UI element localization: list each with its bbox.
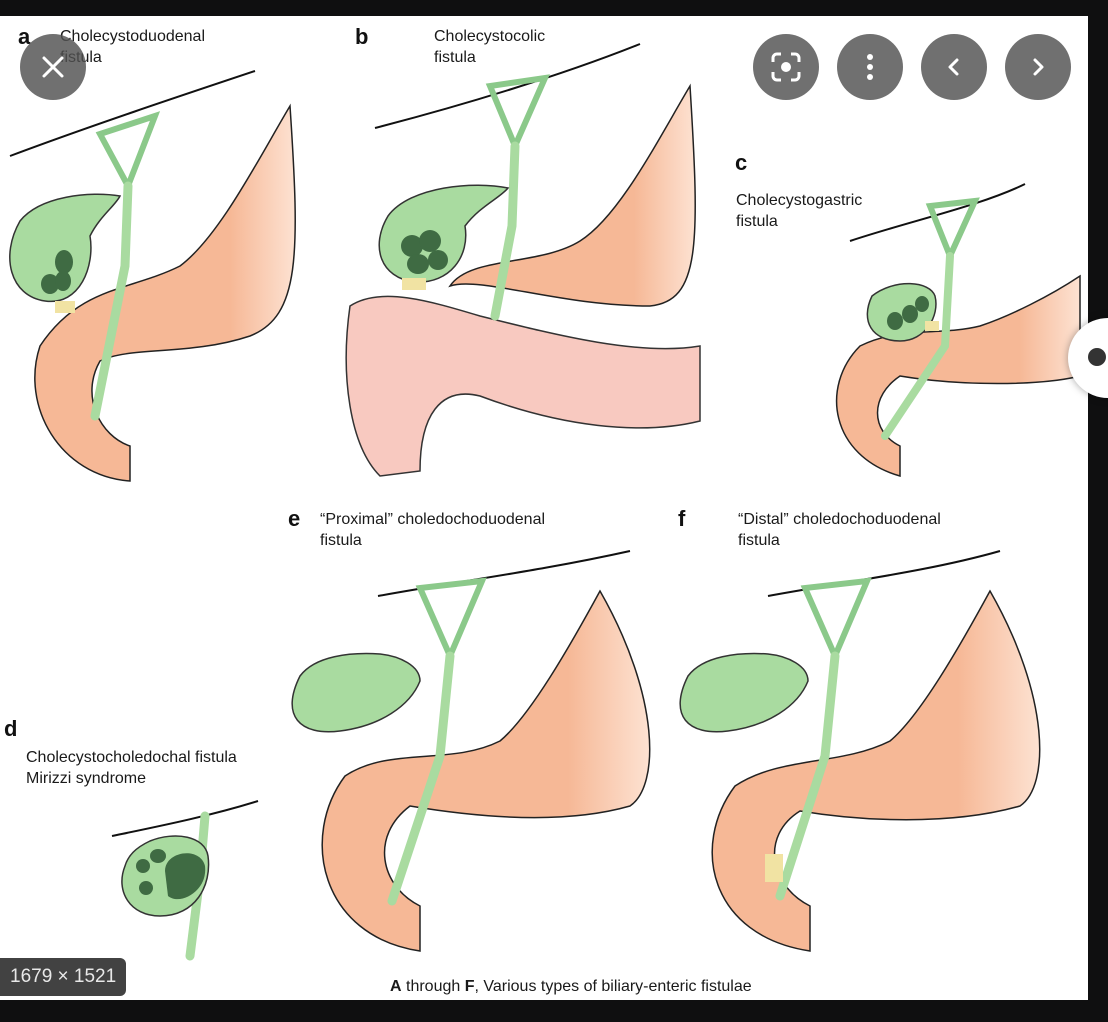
panel-e-drawing xyxy=(291,550,651,952)
caption-bold-a: A xyxy=(390,978,402,995)
visual-search-button[interactable] xyxy=(753,34,819,100)
panel-letter-e: e xyxy=(288,506,301,531)
image-dimensions-badge: 1679 × 1521 xyxy=(0,958,127,996)
caption-bold-f: F xyxy=(464,978,475,995)
panel-a-drawing xyxy=(9,70,296,482)
caption-through: through xyxy=(401,978,465,995)
panel-label-f: “Distal” choledochoduodenal fistula xyxy=(738,511,941,549)
previous-image-button[interactable] xyxy=(921,34,987,100)
panel-d-drawing xyxy=(111,800,259,961)
figure-illustration xyxy=(9,43,1081,961)
panel-label-c: Cholecystogastric fistula xyxy=(736,192,863,230)
panel-letter-a: a xyxy=(18,24,31,49)
figure-caption: A through F, Various types of biliary-en… xyxy=(390,978,752,996)
chevron-left-icon xyxy=(948,58,959,76)
panel-c-drawing xyxy=(835,183,1081,477)
panel-f-drawing xyxy=(679,550,1041,952)
panel-label-d: Cholecystocholedochal fistula Mirizzi sy… xyxy=(26,749,237,787)
site-logo-icon xyxy=(1088,348,1106,366)
panel-b-drawing xyxy=(345,43,701,477)
next-image-button[interactable] xyxy=(1005,34,1071,100)
panel-letter-f: f xyxy=(678,506,686,531)
caption-text: , Various types of biliary-enteric fistu… xyxy=(474,978,752,995)
more-options-button[interactable] xyxy=(837,34,903,100)
chevron-right-icon xyxy=(1033,58,1044,76)
panel-letter-d: d xyxy=(4,716,18,741)
panel-letter-b: b xyxy=(355,24,369,49)
figure-image: a Cholecystoduodenal fistula b Cholecyst… xyxy=(0,16,1088,1000)
panel-label-e: “Proximal” choledochoduodenal fistula xyxy=(320,511,546,549)
close-button[interactable] xyxy=(20,34,86,100)
lens-icon xyxy=(771,52,801,82)
panel-letter-c: c xyxy=(735,150,748,175)
more-vert-icon xyxy=(867,54,873,80)
close-icon xyxy=(42,56,64,78)
panel-label-b: Cholecystocolic fistula xyxy=(434,28,546,66)
